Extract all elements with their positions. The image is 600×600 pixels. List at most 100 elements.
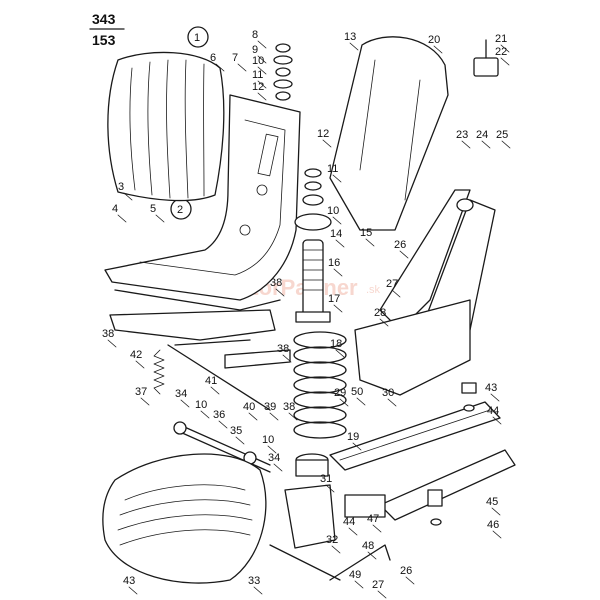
callout-38-label: 38 (277, 343, 289, 355)
callout-35-label: 35 (230, 425, 242, 437)
callout-10-leader (267, 445, 277, 454)
callout-39-leader (269, 412, 279, 421)
callout-22-label: 22 (495, 46, 507, 58)
callout-13-label: 13 (344, 31, 356, 43)
callout-46-label: 46 (487, 519, 499, 531)
callout-17-label: 17 (328, 293, 340, 305)
callout-10-leader (257, 66, 267, 75)
watermark-suffix: .sk (366, 284, 381, 296)
callout-29-leader (339, 398, 349, 407)
callout-23-leader (461, 140, 471, 149)
callout-47-leader (372, 524, 382, 533)
callout-44-leader (492, 416, 502, 425)
callout-21-leader (500, 44, 510, 53)
callout-43-label: 43 (123, 575, 135, 587)
callout-23-label: 23 (456, 129, 468, 141)
callout-32-label: 32 (326, 534, 338, 546)
callout-3-leader (123, 192, 133, 201)
release-lever (269, 544, 391, 581)
callout-30-label: 30 (382, 387, 394, 399)
callout-38-label: 38 (102, 328, 114, 340)
callout-19-leader (352, 442, 362, 451)
callout-46-leader (492, 530, 502, 539)
callout-38-leader (275, 288, 285, 297)
callout-8-leader (257, 40, 267, 49)
callout-34-leader (273, 463, 283, 472)
page-ref-denominator: 153 (92, 32, 116, 48)
view-marker-2-label: 2 (177, 204, 183, 216)
callout-40-leader (248, 412, 258, 421)
callout-31-label: 31 (320, 473, 332, 485)
callout-27-label: 27 (372, 579, 384, 591)
callout-15-leader (365, 238, 375, 247)
callout-37-label: 37 (135, 386, 147, 398)
callout-41-label: 41 (205, 375, 217, 387)
callout-5-label: 5 (150, 203, 156, 215)
view-marker-1: 1 (187, 26, 209, 48)
callout-30-leader (387, 398, 397, 407)
callout-22-leader (500, 57, 510, 66)
callout-19-label: 19 (347, 431, 359, 443)
view-marker-1-label: 1 (194, 32, 200, 44)
callout-14-label: 14 (330, 228, 342, 240)
callout-13-leader (349, 42, 359, 51)
callout-45-leader (491, 507, 501, 516)
callout-26-label: 26 (400, 565, 412, 577)
callout-8-label: 8 (252, 29, 258, 41)
callout-11-label: 11 (327, 163, 338, 175)
callout-3-label: 3 (118, 181, 124, 193)
callout-12-leader (257, 92, 267, 101)
callout-44-label: 44 (343, 516, 355, 528)
lower-bracket (284, 484, 386, 549)
callout-10-label: 10 (195, 399, 207, 411)
callout-27-leader (377, 590, 387, 599)
callout-10-label: 10 (262, 434, 274, 446)
seat-cushion (102, 453, 267, 584)
callout-50-label: 50 (351, 386, 363, 398)
callout-25-leader (501, 140, 511, 149)
callout-38-leader (288, 412, 298, 421)
adjuster-shaft (173, 421, 271, 473)
callout-48-label: 48 (362, 540, 374, 552)
callout-37-leader (140, 397, 150, 406)
callout-7-leader (237, 63, 247, 72)
callout-27-leader (391, 289, 401, 298)
main-coil-spring (293, 331, 347, 477)
callout-34-label: 34 (175, 388, 187, 400)
page-ref-numerator: 343 (92, 11, 116, 27)
callout-43-label: 43 (485, 382, 497, 394)
callout-25-label: 25 (496, 129, 508, 141)
callout-38-leader (282, 354, 292, 363)
column-fasteners (273, 43, 293, 101)
callout-4-label: 4 (112, 203, 118, 215)
callout-50-leader (356, 397, 366, 406)
callout-39-label: 39 (264, 401, 276, 413)
callout-33-label: 33 (248, 575, 260, 587)
callout-42-label: 42 (130, 349, 142, 361)
callout-6-leader (215, 63, 225, 72)
callout-20-label: 20 (428, 34, 440, 46)
damper-column (294, 168, 332, 323)
callout-12-leader (322, 139, 332, 148)
callout-33-leader (253, 586, 263, 595)
callout-10-label: 10 (327, 205, 339, 217)
callout-11-leader (332, 174, 342, 183)
callout-36-leader (218, 420, 228, 429)
callout-34-label: 34 (268, 452, 280, 464)
callout-42-leader (135, 360, 145, 369)
rear-cover (329, 36, 449, 231)
callout-12-label: 12 (317, 128, 329, 140)
callout-44-leader (348, 527, 358, 536)
view-marker-2: 2 (170, 198, 192, 220)
callout-10-leader (200, 410, 210, 419)
callout-27-label: 27 (386, 278, 398, 290)
callout-11-label: 11 (252, 69, 263, 81)
callout-31-leader (325, 484, 335, 493)
callout-16-label: 16 (328, 257, 340, 269)
callout-38-leader (107, 339, 117, 348)
callout-17-leader (333, 304, 343, 313)
mounting-bolts (427, 382, 477, 526)
callout-26-label: 26 (394, 239, 406, 251)
